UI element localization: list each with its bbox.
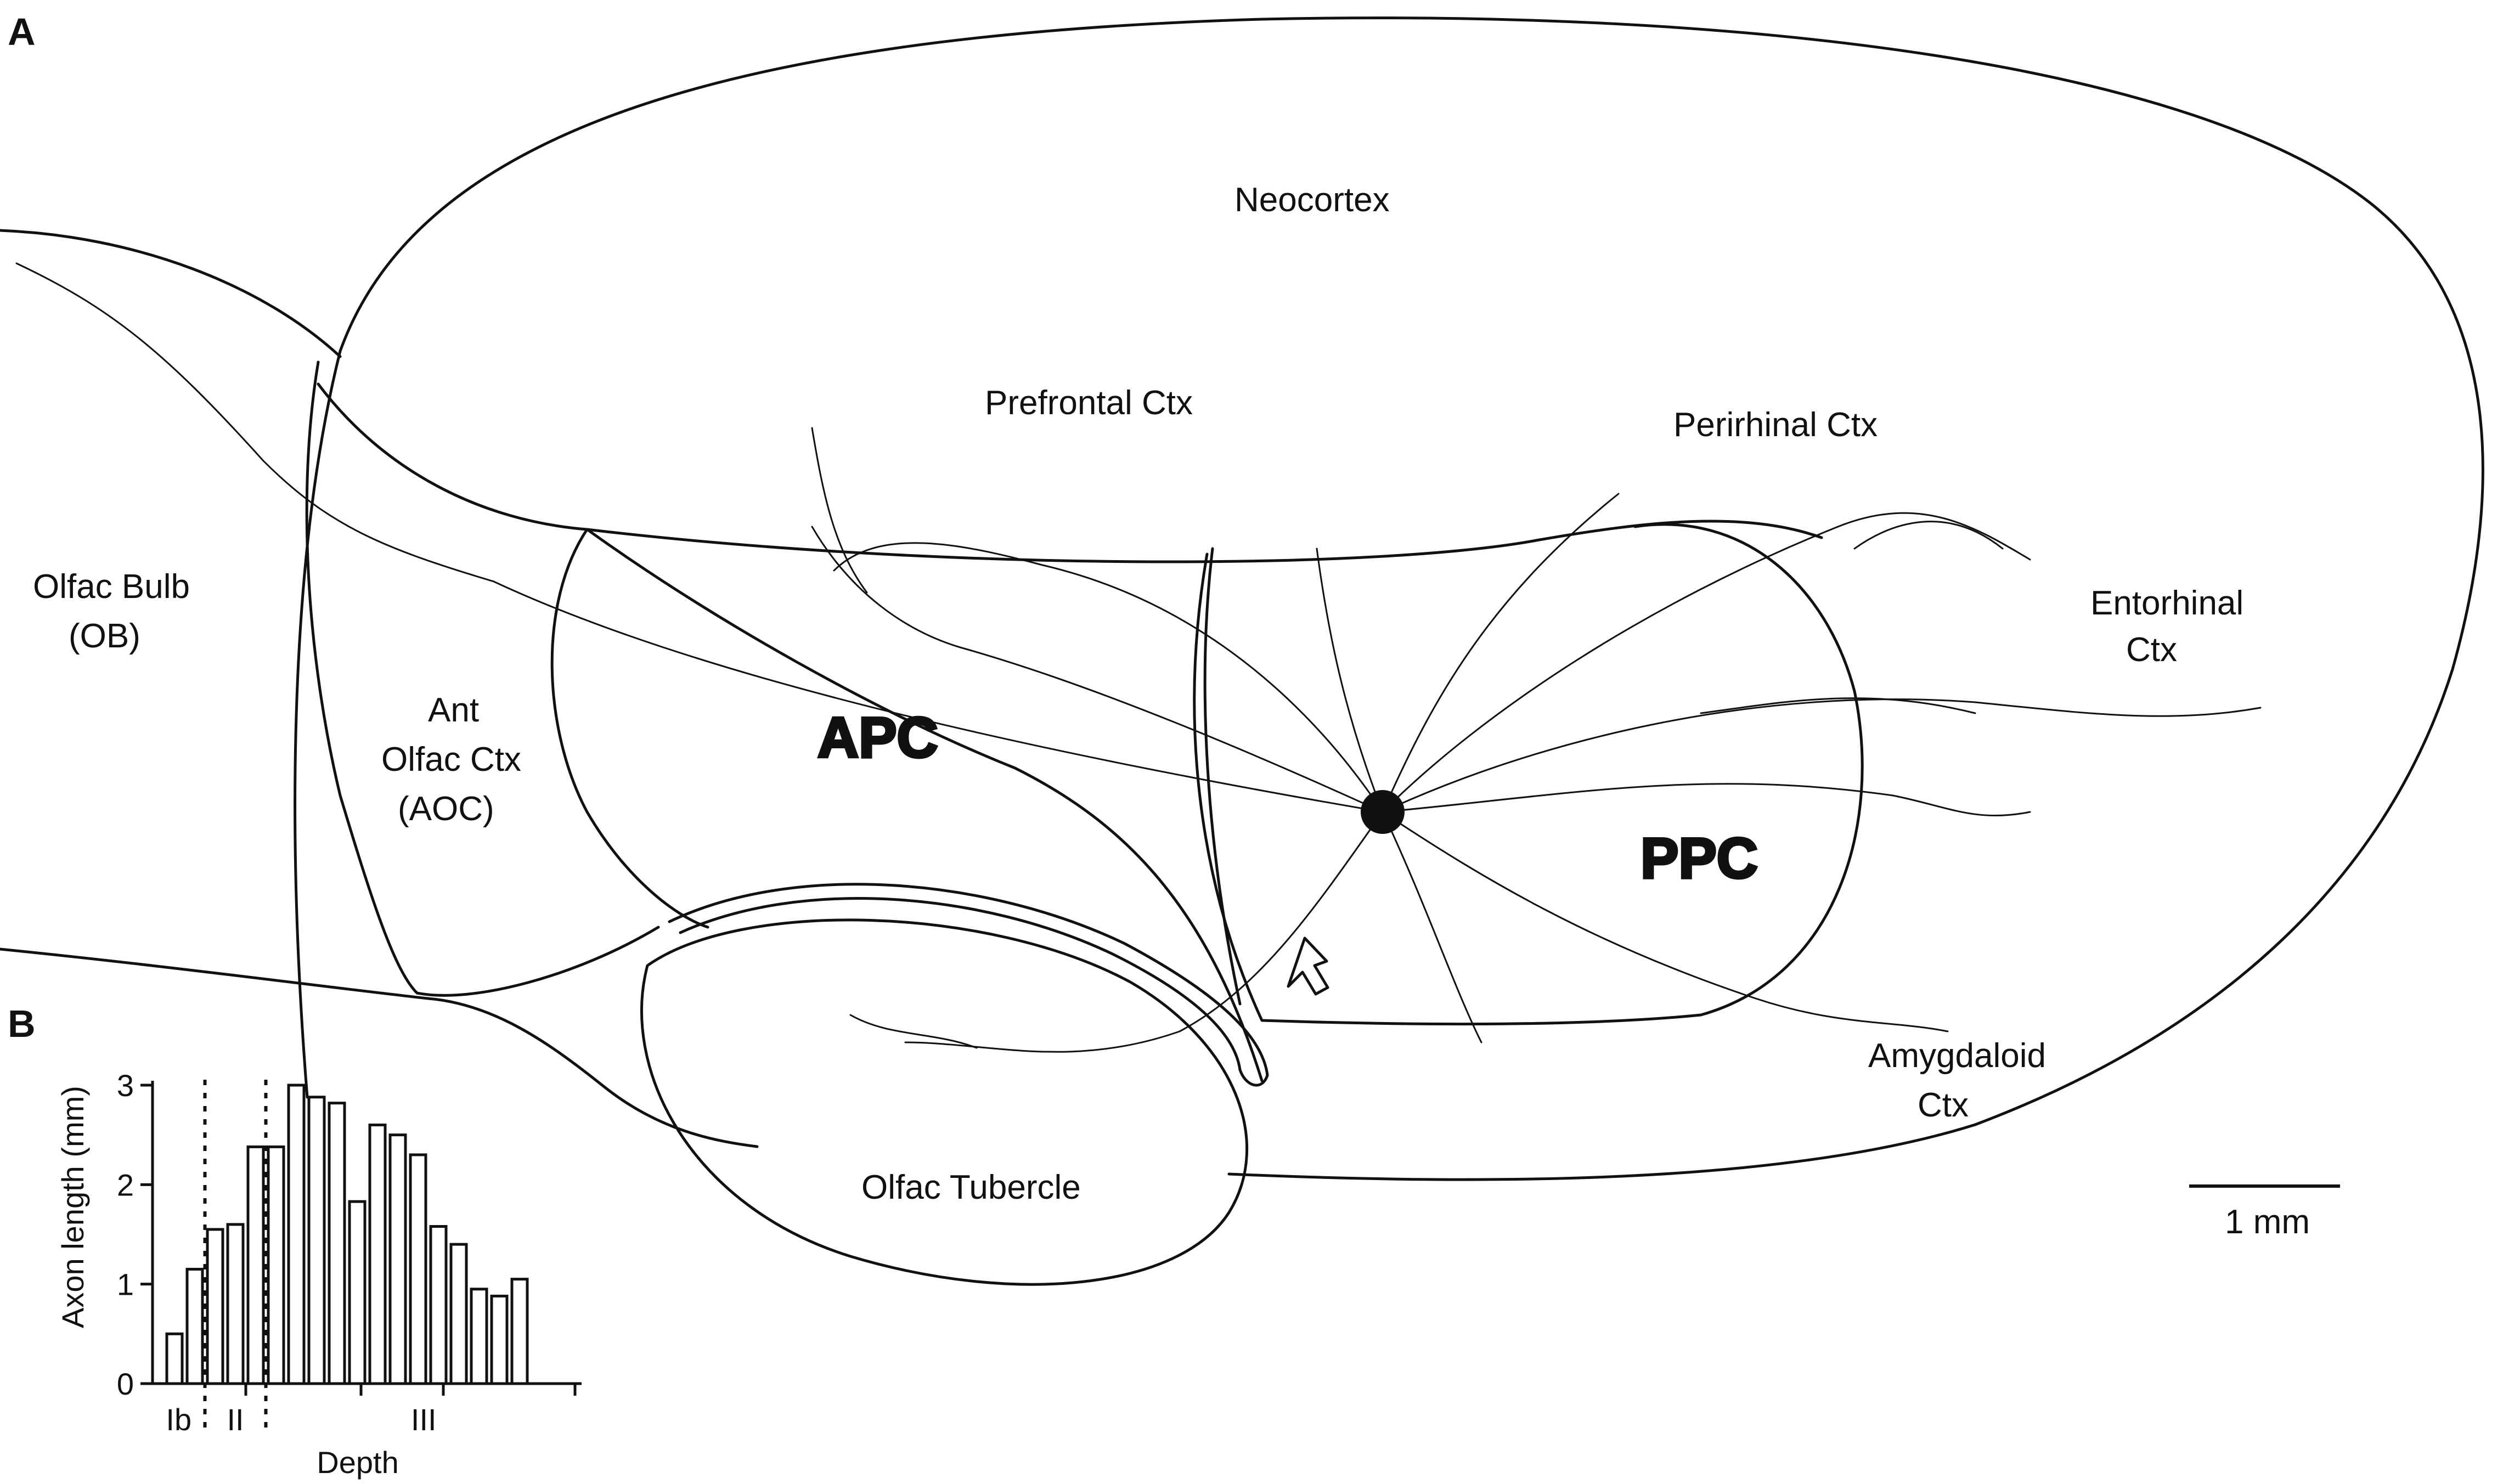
label-ant: Ant	[428, 691, 479, 729]
label-neocortex: Neocortex	[1234, 181, 1390, 219]
apc-ppc-border	[1203, 547, 1242, 1006]
chart-bar	[165, 1332, 184, 1385]
chart-bar	[429, 1225, 448, 1385]
chart-y-tick-label: 1	[117, 1267, 134, 1302]
label-entorhinal-ctx: Ctx	[2126, 631, 2177, 669]
label-entorhinal: Entorhinal	[2090, 584, 2243, 622]
panel-a-letter: A	[8, 10, 36, 53]
label-perirhinal-ctx: Perirhinal Ctx	[1673, 406, 1878, 444]
panel-b-letter: B	[8, 1002, 36, 1045]
olfactory-tubercle-outline	[640, 918, 1248, 1286]
label-amygdaloid-ctx: Ctx	[1918, 1086, 1969, 1124]
label-apc: APC	[818, 706, 938, 770]
chart-y-tick-label: 3	[117, 1068, 134, 1103]
scale-bar: 1 mm	[2189, 1184, 2340, 1241]
olfactory-bulb-lower	[0, 947, 759, 1148]
label-aoc: (AOC)	[398, 790, 494, 828]
chart-bar	[388, 1133, 407, 1385]
chart-bar	[348, 1200, 367, 1385]
chart-bar	[449, 1243, 468, 1385]
lot-line	[585, 528, 1264, 1082]
chart-bar	[368, 1124, 387, 1385]
chart-bar	[246, 1145, 265, 1385]
chart-y-axis-label: Axon length (mm)	[55, 1086, 90, 1328]
chart-bar	[328, 1102, 346, 1385]
brain-outline	[0, 16, 2484, 1286]
lot-tract-inner	[679, 897, 1242, 1071]
chart-ticks: 0 1 2 3	[117, 1068, 577, 1401]
chart-bar	[490, 1294, 509, 1385]
label-amygdaloid: Amygdaloid	[1868, 1037, 2046, 1075]
soma-arrow-icon	[1287, 936, 1329, 996]
chart-bar	[510, 1278, 529, 1385]
ppc-outline	[1193, 523, 1864, 1026]
label-olfac-bulb-abbrev: (OB)	[69, 617, 140, 655]
chart-y-tick-label: 0	[117, 1367, 134, 1401]
label-prefrontal-ctx: Prefrontal Ctx	[985, 384, 1193, 422]
chart-bars	[165, 1084, 529, 1385]
chart-layer-label: III	[411, 1402, 437, 1437]
chart-bar	[409, 1153, 427, 1385]
hemisphere-outline	[294, 16, 2484, 1181]
chart-y-tick-label: 2	[117, 1167, 134, 1202]
chart-x-axis-label: Depth	[317, 1445, 398, 1480]
chart-bar	[307, 1096, 326, 1385]
label-olfac-bulb: Olfac Bulb	[33, 568, 190, 606]
chart-bar	[185, 1267, 204, 1385]
apc-outline	[550, 528, 709, 929]
chart-layer-label: II	[227, 1402, 244, 1437]
aoc-outline	[305, 360, 660, 997]
label-ppc: PPC	[1641, 827, 1758, 890]
label-olfac-tubercle: Olfac Tubercle	[861, 1169, 1081, 1206]
chart-bar	[226, 1223, 245, 1385]
lot-tract-outer	[668, 883, 1269, 1087]
chart-layer-dividers	[203, 1080, 268, 1427]
chart-bar	[206, 1228, 224, 1385]
label-olfac-ctx: Olfac Ctx	[381, 741, 521, 778]
neuron-axon-arbor	[15, 262, 2262, 1053]
chart-bar	[267, 1145, 285, 1385]
chart-layer-label: Ib	[166, 1402, 191, 1437]
olfactory-bulb-outline	[0, 229, 342, 358]
chart-bar	[287, 1084, 306, 1385]
chart-bar	[470, 1288, 488, 1385]
scale-bar-label: 1 mm	[2225, 1203, 2310, 1241]
